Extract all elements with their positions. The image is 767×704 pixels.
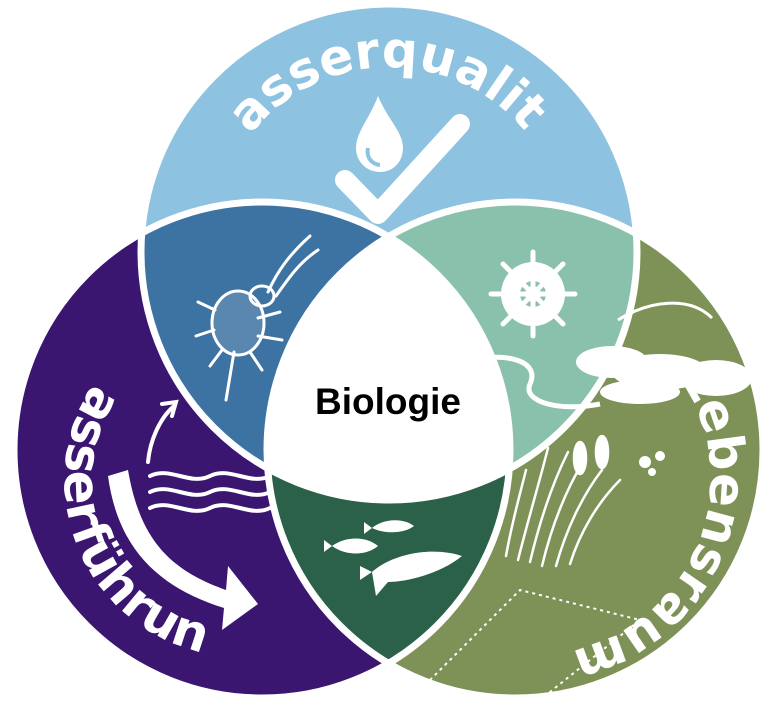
water-drop-icon — [356, 96, 403, 172]
reed-grass-icon — [504, 434, 622, 568]
hill-line — [617, 301, 714, 322]
flower-petals — [488, 249, 578, 339]
curved-arrow-icon — [108, 470, 258, 630]
circle-outlines — [10, 0, 767, 702]
stones-icon — [639, 451, 665, 476]
label-biology: Biologie — [315, 381, 461, 422]
river-waves-icon — [148, 471, 272, 513]
fish-icon — [324, 520, 462, 596]
small-arrow-icon — [146, 399, 179, 464]
aquatic-insect-icon — [194, 234, 320, 402]
center-region — [267, 202, 510, 500]
riverbank-line — [469, 354, 601, 410]
checkmark-icon — [335, 114, 470, 224]
tree-canopy-icon — [576, 346, 752, 404]
